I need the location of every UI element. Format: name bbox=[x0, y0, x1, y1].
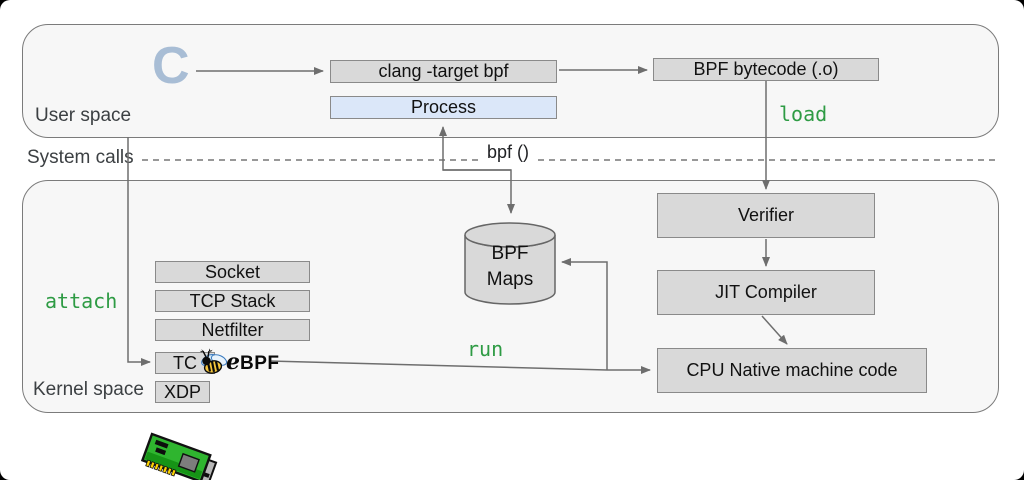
hook-xdp-box: XDP bbox=[155, 381, 210, 403]
bpf-maps-label: BPF Maps bbox=[465, 241, 555, 293]
verifier-box: Verifier bbox=[657, 193, 875, 238]
ebpf-bee-icon bbox=[199, 348, 228, 374]
ebpf-wordmark-e: e bbox=[226, 349, 240, 375]
hook-socket-box: Socket bbox=[155, 261, 310, 283]
run-edge-label: run bbox=[467, 337, 504, 361]
load-edge-label: load bbox=[779, 102, 828, 126]
network-card-icon bbox=[140, 432, 218, 480]
c-language-logo: C bbox=[152, 37, 190, 95]
process-box: Process bbox=[330, 96, 557, 119]
clang-box: clang -target bpf bbox=[330, 60, 557, 83]
user-space-label: User space bbox=[35, 105, 132, 126]
attach-edge-label: attach bbox=[45, 289, 118, 313]
bpf-maps-label-line1: BPF bbox=[491, 243, 529, 264]
bpf-maps-label-line2: Maps bbox=[486, 269, 534, 290]
bpf-bytecode-box: BPF bytecode (.o) bbox=[653, 58, 879, 81]
system-calls-label: System calls bbox=[27, 147, 134, 168]
jit-compiler-box: JIT Compiler bbox=[657, 270, 875, 315]
hook-tcp-stack-box: TCP Stack bbox=[155, 290, 310, 312]
hook-netfilter-box: Netfilter bbox=[155, 319, 310, 341]
cpu-native-code-box: CPU Native machine code bbox=[657, 348, 927, 393]
ebpf-wordmark-bpf: BPF bbox=[240, 353, 280, 374]
kernel-space-label: Kernel space bbox=[33, 379, 144, 400]
ebpf-wordmark: eBPF bbox=[226, 349, 280, 375]
bpf-syscall-label: bpf () bbox=[483, 142, 534, 163]
